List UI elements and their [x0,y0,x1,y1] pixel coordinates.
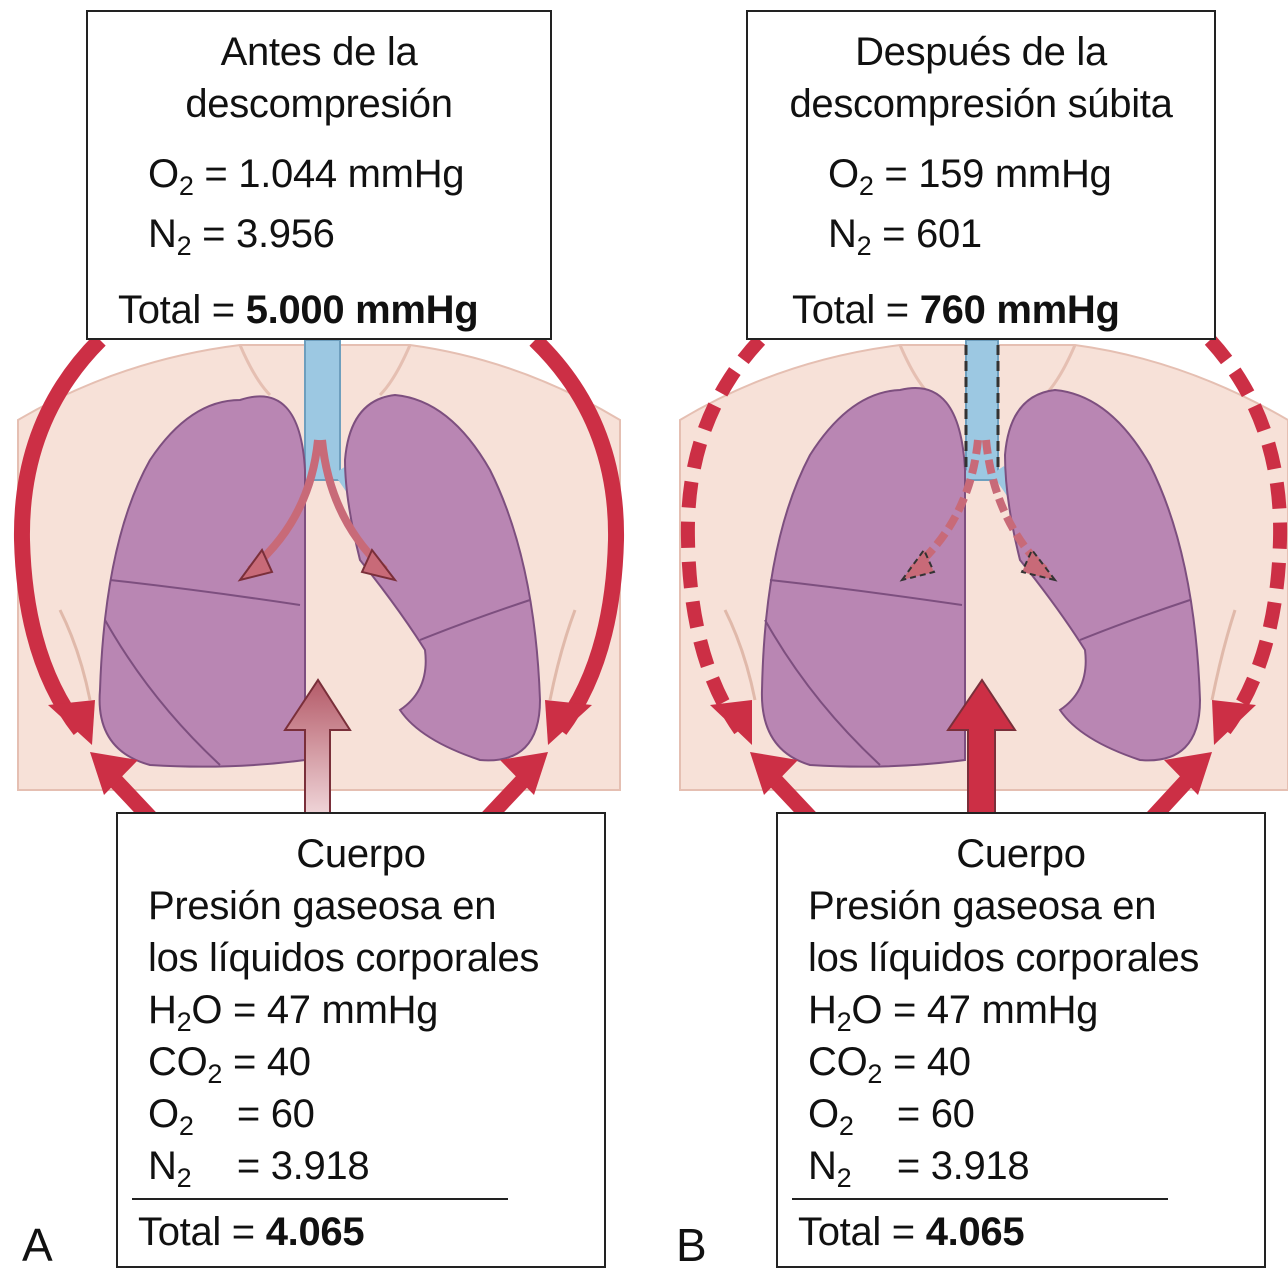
top-title-a-2: descompresión [88,82,550,126]
bottom-row-a-co2: CO2 = 40 [148,1040,311,1084]
bottom-desc-a-1: Presión gaseosa en [148,884,496,928]
bottom-row-b-o2: O2 = 60 [808,1092,975,1136]
bottom-desc-b-1: Presión gaseosa en [808,884,1156,928]
bottom-desc-a-2: los líquidos corporales [148,936,539,980]
top-o2-a: O2 = 1.044 mmHg [148,152,464,196]
bottom-row-b-n2: N2 = 3.918 [808,1144,1029,1188]
top-o2-b: O2 = 159 mmHg [828,152,1111,196]
sum-rule-b [792,1198,1168,1200]
top-box-a: Antes de la descompresión O2 = 1.044 mmH… [86,10,552,340]
bottom-box-a: Cuerpo Presión gaseosa en los líquidos c… [116,812,606,1268]
bottom-row-b-co2: CO2 = 40 [808,1040,971,1084]
top-total-a: Total = 5.000 mmHg [118,288,478,332]
bottom-box-b: Cuerpo Presión gaseosa en los líquidos c… [776,812,1266,1268]
top-box-b: Después de la descompresión súbita O2 = … [746,10,1216,340]
sum-rule-a [132,1198,508,1200]
top-title-b-1: Después de la [748,30,1214,74]
panel-a-art [18,340,620,830]
bottom-row-a-n2: N2 = 3.918 [148,1144,369,1188]
top-total-b: Total = 760 mmHg [792,288,1120,332]
panel-b-art [680,340,1288,830]
bottom-row-b-h2o: H2O = 47 mmHg [808,988,1098,1032]
bottom-heading-a: Cuerpo [118,832,604,876]
bottom-heading-b: Cuerpo [778,832,1264,876]
bottom-total-a: Total = 4.065 [138,1210,364,1254]
bottom-row-a-h2o: H2O = 47 mmHg [148,988,438,1032]
top-title-a-1: Antes de la [88,30,550,74]
trachea-b [966,340,998,480]
bottom-desc-b-2: los líquidos corporales [808,936,1199,980]
top-n2-b: N2 = 601 [828,212,982,256]
top-n2-a: N2 = 3.956 [148,212,335,256]
panel-letter-a: A [22,1222,53,1268]
bottom-row-a-o2: O2 = 60 [148,1092,315,1136]
bottom-total-b: Total = 4.065 [798,1210,1024,1254]
top-title-b-2: descompresión súbita [748,82,1214,126]
panel-letter-b: B [676,1222,707,1268]
